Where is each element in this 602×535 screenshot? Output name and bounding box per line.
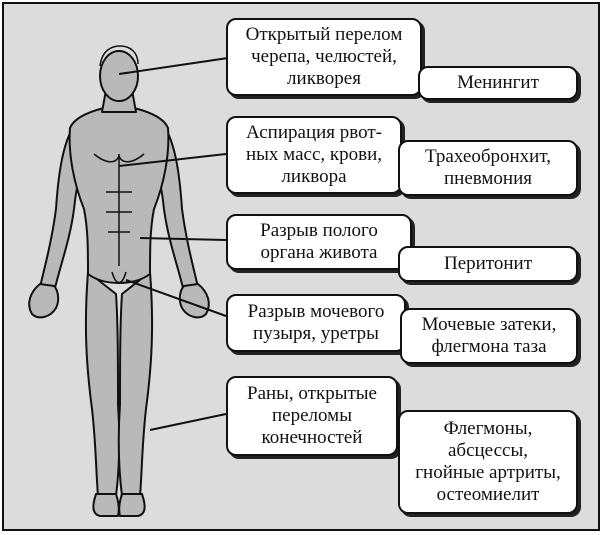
right-hand	[178, 283, 210, 319]
leader-limbs	[149, 413, 227, 431]
cause-aspiration: Аспирация рвот- ных масс, крови, ликвора	[226, 116, 402, 194]
hair	[99, 45, 139, 67]
leader-abdomen	[139, 237, 227, 241]
complication-meningitis: Менингит	[418, 66, 578, 100]
groin	[111, 271, 127, 284]
right-leg	[117, 271, 154, 497]
complication-pelvic-phlegmon: Мочевые затеки, флегмона таза	[400, 308, 578, 364]
leader-bladder	[125, 279, 227, 317]
left-hand	[28, 283, 60, 319]
cause-open-wounds: Раны, открытые переломы конечностей	[226, 376, 398, 456]
head	[99, 50, 139, 102]
left-leg	[84, 271, 121, 497]
cause-bladder-rupture: Разрыв мочевого пузыря, уретры	[226, 294, 406, 352]
human-body-figure	[28, 45, 229, 517]
leader-chest	[118, 153, 227, 167]
complication-peritonitis: Перитонит	[398, 246, 578, 282]
cause-abdominal-rupture: Разрыв полого органа живота	[226, 214, 412, 270]
complication-osteomyelitis: Флегмоны, абсцессы, гнойные артриты, ост…	[398, 410, 578, 514]
cause-skull-fracture: Открытый перелом черепа, челюстей, ликво…	[226, 18, 422, 96]
complication-tracheobronchitis: Трахеобронхит, пневмония	[398, 140, 578, 196]
left-foot	[92, 493, 120, 517]
right-foot	[118, 493, 146, 517]
leader-skull	[118, 57, 229, 75]
